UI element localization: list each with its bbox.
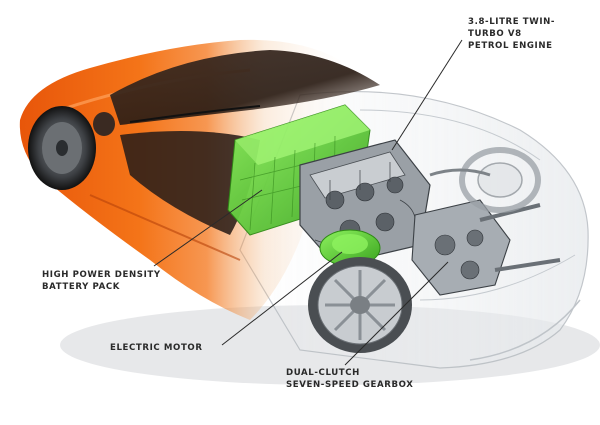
leader-line-battery (153, 189, 263, 267)
label-gearbox-line2: SEVEN-SPEED GEARBOX (286, 380, 414, 390)
label-battery: HIGH POWER DENSITY BATTERY PACK (42, 269, 161, 293)
leader-line-motor (221, 251, 343, 346)
leader-line-engine (391, 39, 463, 151)
label-engine: 3.8-LITRE TWIN- TURBO V8 PETROL ENGINE (468, 16, 555, 52)
leader-line-gearbox (344, 261, 449, 366)
label-gearbox: DUAL-CLUTCH SEVEN-SPEED GEARBOX (286, 367, 413, 391)
label-engine-line1: 3.8-LITRE TWIN- (468, 17, 556, 27)
rear-wheel-ghost (459, 147, 541, 213)
label-battery-line1: HIGH POWER DENSITY (42, 270, 161, 280)
rear-wheel (308, 257, 412, 353)
label-motor: ELECTRIC MOTOR (110, 342, 203, 354)
label-engine-line2: TURBO V8 (468, 29, 522, 39)
label-gearbox-line1: DUAL-CLUTCH (286, 368, 360, 378)
exhaust (429, 168, 491, 177)
side-mirror (93, 112, 115, 136)
label-motor-line1: ELECTRIC MOTOR (110, 343, 203, 353)
gearbox (411, 199, 561, 296)
label-battery-line2: BATTERY PACK (42, 282, 121, 292)
side-intake (120, 131, 260, 235)
front-wheel (28, 106, 96, 190)
roof-canopy (110, 50, 380, 125)
label-engine-line3: PETROL ENGINE (468, 41, 553, 51)
